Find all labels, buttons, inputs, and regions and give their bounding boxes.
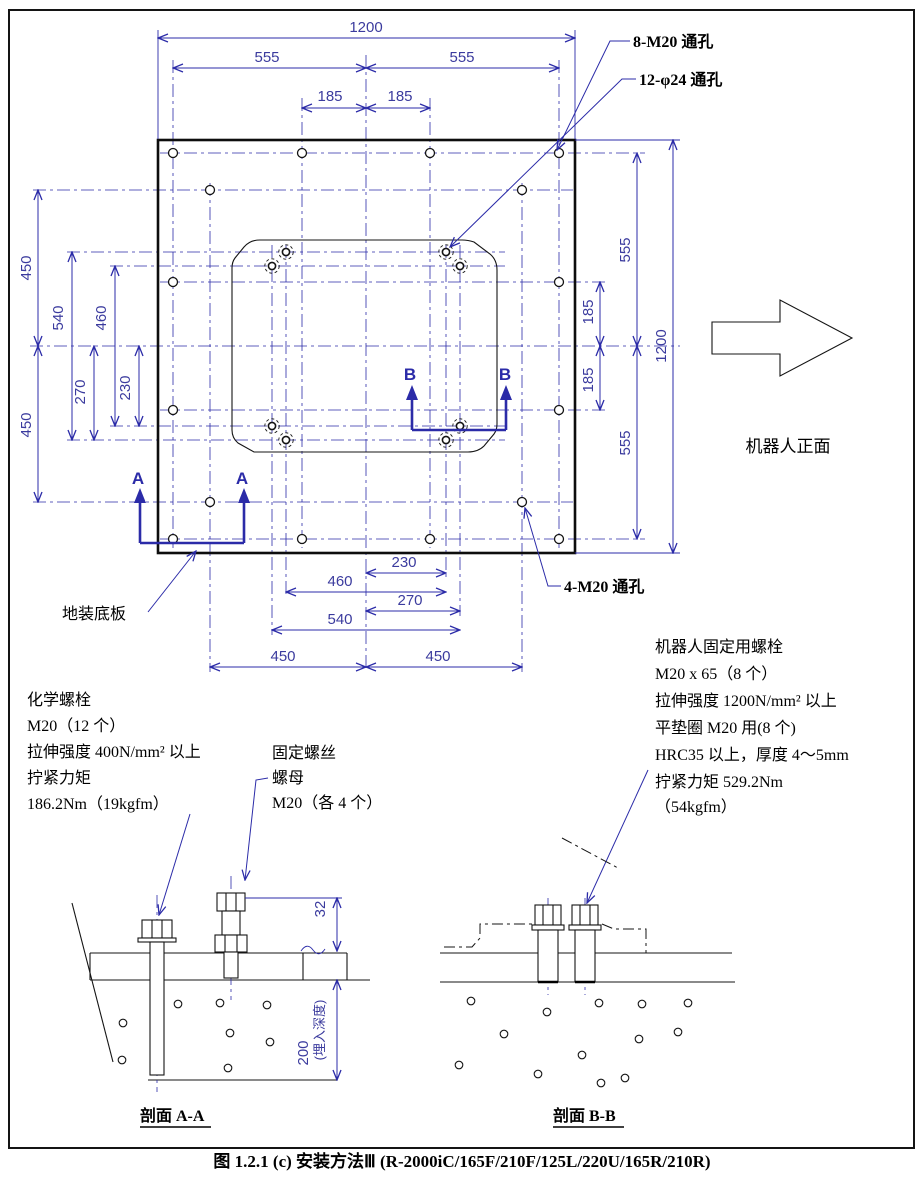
dim-bottom-270: 270 [397, 592, 422, 609]
dim-right-185-top: 185 [580, 299, 597, 324]
robot-bolt-head [571, 904, 599, 926]
label-12-phi24-holes: 12-φ24 通孔 [639, 71, 722, 89]
chemical-bolt-shaft [149, 941, 165, 1076]
dim-right-185-bottom: 185 [580, 367, 597, 392]
dim-bottom-460: 460 [327, 573, 352, 590]
note-line: 平垫圈 M20 用(8 个) [655, 719, 796, 737]
label-floor-plate: 地装底板 [62, 605, 126, 623]
dim-top-185-left: 185 [317, 88, 342, 105]
dim-top-185-right: 185 [387, 88, 412, 105]
dim-bottom-450-left: 450 [270, 648, 295, 665]
dim-top-555-right: 555 [449, 49, 474, 66]
dim-left-230: 230 [117, 375, 134, 400]
label-8-m20-holes: 8-M20 通孔 [633, 33, 713, 51]
marker-b-right: B [499, 365, 511, 384]
section-a-label: 剖面 A-A [140, 1106, 205, 1125]
section-b-label: 剖面 B-B [553, 1106, 616, 1125]
dim-right-1200: 1200 [653, 329, 670, 362]
note-robot-bolt: 机器人固定用螺栓 M20 x 65（8 个） 拉伸强度 1200N/mm² 以上… [587, 638, 849, 903]
concrete-aggregate [117, 998, 275, 1073]
note-line: 拉伸强度 400N/mm² 以上 [27, 743, 201, 761]
dim-top-555-left: 555 [254, 49, 279, 66]
robot-bolt-shaft [574, 929, 596, 983]
figure-caption: 图 1.2.1 (c) 安装方法Ⅲ (R-2000iC/165F/210F/12… [213, 1151, 710, 1171]
robot-front: 机器人正面 [711, 299, 854, 456]
label-robot-front: 机器人正面 [746, 437, 831, 456]
dim-section-32: 32 [312, 901, 329, 918]
note-line: M20 x 65（8 个） [655, 665, 777, 683]
robot-bolt-shaft [537, 929, 559, 983]
note-chemical-bolt: 化学螺栓 M20（12 个） 拉伸强度 400N/mm² 以上 拧紧力矩 186… [27, 691, 201, 915]
right-dimensions: 555 185 185 555 1200 [575, 140, 680, 553]
robot-front-arrow-icon [711, 299, 854, 377]
marker-a-right: A [236, 469, 248, 488]
dim-left-460: 460 [93, 305, 110, 330]
note-line: M20（12 个） [27, 717, 125, 735]
dim-left-450-top: 450 [18, 255, 35, 280]
note-line: （54kgfm） [655, 798, 737, 816]
dim-bottom-450-right: 450 [425, 648, 450, 665]
note-line: 拉伸强度 1200N/mm² 以上 [655, 692, 837, 710]
plate-holes [167, 147, 565, 545]
note-line: 186.2Nm（19kgfm） [27, 795, 169, 813]
dim-left-540: 540 [50, 305, 67, 330]
bottom-dimensions: 230 460 270 540 450 450 [210, 554, 522, 667]
dim-right-555-bottom: 555 [617, 430, 634, 455]
floor-plate-outline [156, 138, 577, 555]
left-dimensions: 450 450 540 460 270 230 [18, 190, 139, 502]
hole-callouts: 8-M20 通孔 12-φ24 通孔 4-M20 通孔 地装底板 [62, 33, 722, 623]
robot-base-holes [264, 244, 468, 448]
fixing-screw-nut [214, 934, 248, 953]
fixing-screw-head [216, 892, 246, 912]
note-line: 拧紧力矩 529.2Nm [655, 773, 784, 791]
note-line: HRC35 以上，厚度 4～5mm [655, 746, 849, 764]
robot-base-outline [231, 239, 498, 453]
chemical-bolt-nut [141, 919, 173, 939]
dim-right-555-top: 555 [617, 237, 634, 262]
section-cut-b: B B [404, 365, 512, 432]
dim-bottom-230: 230 [391, 554, 416, 571]
dim-bottom-540: 540 [327, 611, 352, 628]
dim-section-depth-note: (埋入深度) [312, 1000, 327, 1061]
section-a-view: 32 200 (埋入深度) 剖面 A-A [71, 876, 370, 1128]
note-line: 固定螺丝 [272, 744, 336, 762]
note-fixing-screw: 固定螺丝 螺母 M20（各 4 个） [245, 744, 382, 880]
section-cut-a: A A [132, 469, 250, 545]
note-line: 化学螺栓 [27, 691, 91, 709]
note-line: M20（各 4 个） [272, 794, 382, 812]
note-line: 拧紧力矩 [27, 769, 91, 787]
note-line: 机器人固定用螺栓 [655, 638, 783, 656]
dim-left-450-bottom: 450 [18, 412, 35, 437]
section-b-view: 剖面 B-B [440, 837, 735, 1128]
page-border [8, 9, 915, 1149]
marker-b-left: B [404, 365, 416, 384]
dim-section-200: 200 [295, 1040, 312, 1065]
dim-left-270: 270 [72, 379, 89, 404]
top-dimensions: 1200 555 555 185 185 [158, 19, 575, 139]
label-4-m20-holes: 4-M20 通孔 [564, 578, 644, 596]
note-line: 螺母 [272, 769, 304, 787]
concrete-aggregate [454, 996, 693, 1088]
marker-a-left: A [132, 469, 144, 488]
robot-bolt-head [534, 904, 562, 926]
dim-top-1200: 1200 [349, 19, 382, 36]
